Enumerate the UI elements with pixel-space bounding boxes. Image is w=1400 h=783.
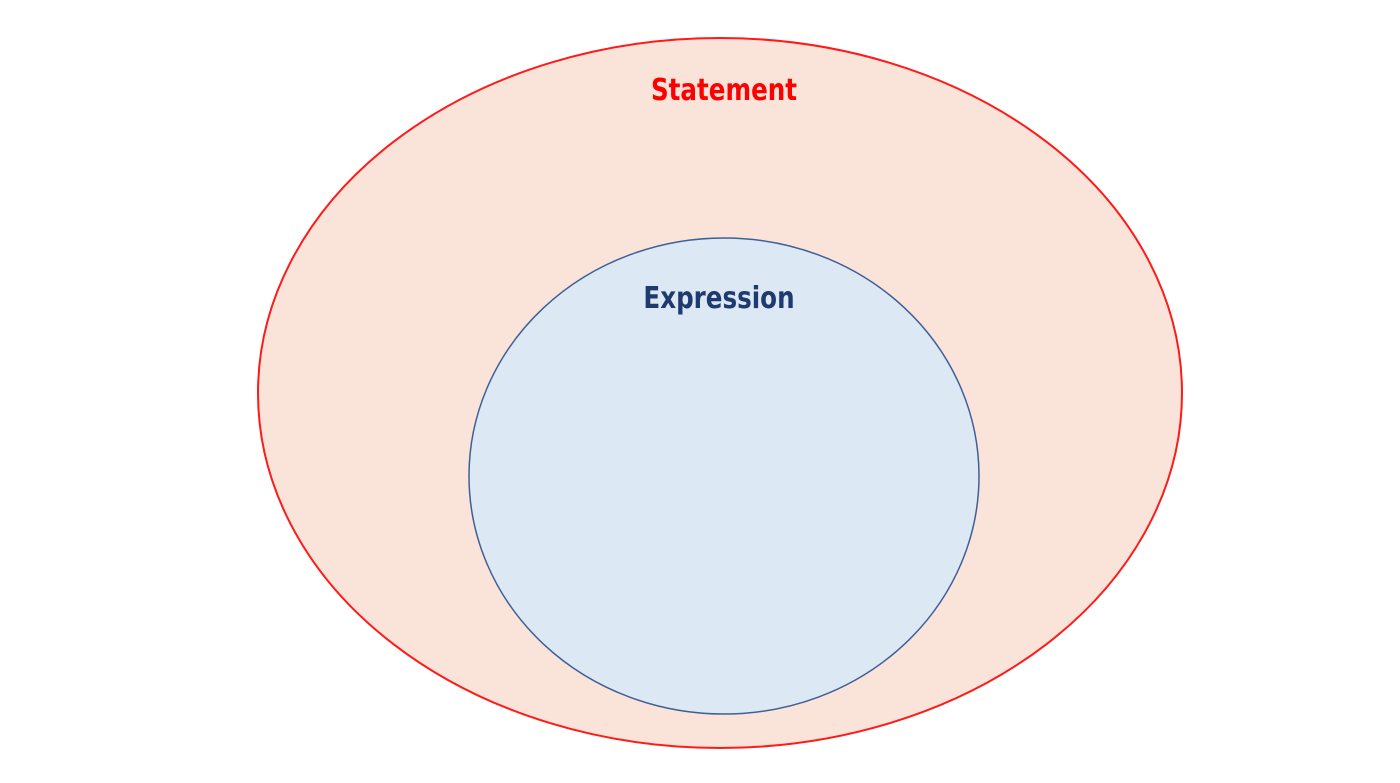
expression-ellipse xyxy=(468,237,980,715)
expression-label: Expression xyxy=(643,282,794,316)
statement-label: Statement xyxy=(651,74,797,108)
